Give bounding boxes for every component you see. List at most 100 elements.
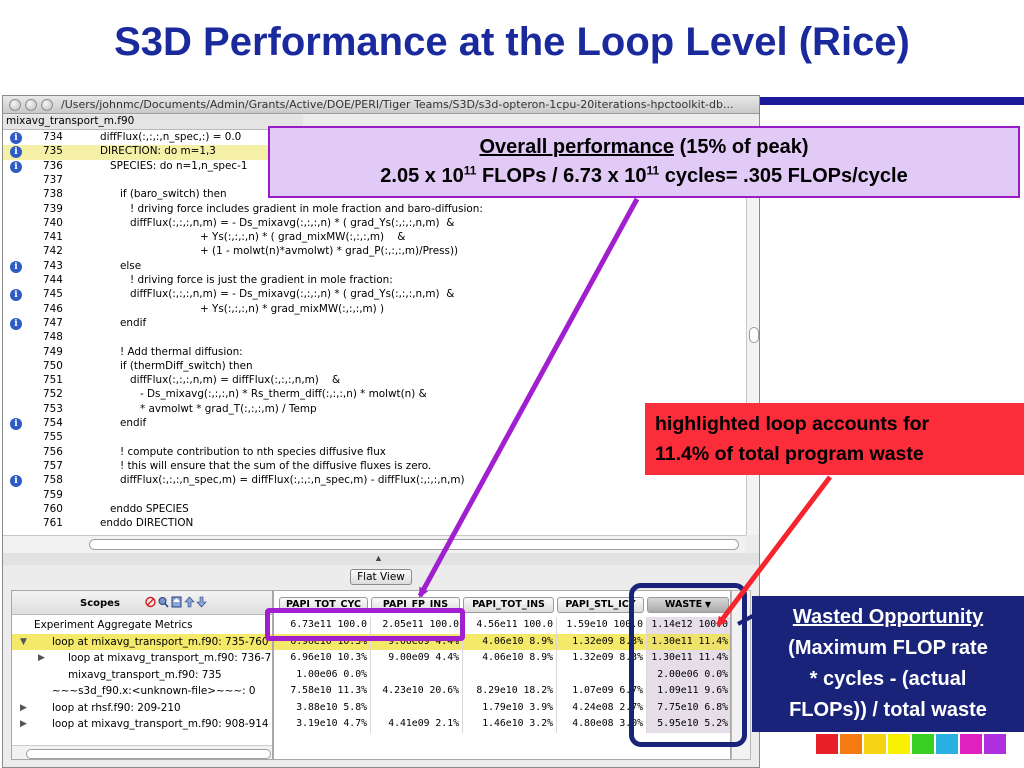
overall-performance-callout: Overall performance (15% of peak) 2.05 x… xyxy=(268,126,1020,198)
flat-view-button[interactable]: Flat View xyxy=(350,569,412,585)
metric-header-papi-tot-ins[interactable]: PAPI_TOT_INS xyxy=(463,597,554,613)
overall-peak: (15% of peak) xyxy=(674,136,809,158)
code-line[interactable]: 737 xyxy=(3,174,746,188)
metric-row[interactable]: 3.88e10 5.8%1.79e10 3.9%4.24e08 2.7%7.75… xyxy=(274,699,730,716)
info-icon[interactable]: i xyxy=(10,260,22,273)
scope-row[interactable]: ▶loop at mixavg_transport_m.f90: 908-914 xyxy=(12,716,272,733)
zoom-in-icon[interactable] xyxy=(158,596,169,608)
code-text: endif xyxy=(120,417,147,429)
move-up-icon[interactable] xyxy=(184,596,195,608)
expanded-triangle-icon[interactable]: ▼ xyxy=(20,636,27,647)
metric-cell: 1.09e11 9.6% xyxy=(647,683,730,700)
code-line[interactable]: 759 xyxy=(3,489,746,503)
info-icon[interactable]: i xyxy=(10,418,22,430)
flatten-icon[interactable] xyxy=(171,596,182,608)
code-text: + Ys(:,:,:,n) * grad_mixMW(:,:,:,m) ) xyxy=(200,302,385,315)
line-number: 748 xyxy=(43,331,63,344)
hot-path-icon[interactable] xyxy=(145,596,156,608)
code-line[interactable]: 752- Ds_mixavg(:,:,:,n) * Rs_therm_diff(… xyxy=(3,388,746,402)
scroll-thumb[interactable] xyxy=(26,749,271,759)
line-number: 758 xyxy=(43,474,63,487)
scroll-thumb[interactable] xyxy=(89,539,739,550)
code-line[interactable]: 749! Add thermal diffusion: xyxy=(3,346,746,360)
metric-header-waste[interactable]: WASTE ▼ xyxy=(647,597,729,613)
metric-row[interactable]: 7.58e10 11.3%4.23e10 20.6%8.29e10 18.2%1… xyxy=(274,683,730,700)
code-text: ! compute contribution to nth species di… xyxy=(120,445,386,458)
slide-title: S3D Performance at the Loop Level (Rice) xyxy=(114,20,910,64)
close-window-button[interactable] xyxy=(9,99,21,111)
code-line[interactable]: 742+ (1 - molwt(n)*avmolwt) * grad_P(:,:… xyxy=(3,245,746,259)
scope-row[interactable]: ▶loop at mixavg_transport_m.f90: 736-7 xyxy=(12,650,272,667)
scope-label: Experiment Aggregate Metrics xyxy=(34,619,193,631)
metric-row[interactable]: 6.96e10 10.3%9.00e09 4.4%4.06e10 8.9%1.3… xyxy=(274,650,730,667)
scope-row[interactable]: mixavg_transport_m.f90: 735 xyxy=(12,667,272,684)
scope-row[interactable]: ▼loop at mixavg_transport_m.f90: 735-760 xyxy=(12,633,272,650)
info-icon[interactable]: i xyxy=(10,146,22,159)
info-icon[interactable]: i xyxy=(10,160,22,173)
code-line[interactable]: 744! driving force is just the gradient … xyxy=(3,274,746,288)
pane-splitter[interactable]: ▲ xyxy=(3,553,759,565)
info-icon[interactable]: i xyxy=(10,317,22,330)
line-number: 740 xyxy=(43,216,63,229)
metric-header-papi-stl-icy[interactable]: PAPI_STL_ICY xyxy=(557,597,644,613)
code-line[interactable]: 739! driving force includes gradient in … xyxy=(3,203,746,217)
metric-cell xyxy=(557,666,647,683)
metric-cell: 4.23e10 20.6% xyxy=(371,683,463,700)
code-line[interactable]: 756! compute contribution to nth species… xyxy=(3,446,746,460)
metric-row[interactable]: 1.00e06 0.0%2.00e06 0.0% xyxy=(274,666,730,683)
metric-cell: 1.30e11 11.4% xyxy=(647,650,730,667)
info-icon[interactable]: i xyxy=(10,132,22,144)
scope-row[interactable]: ~~~s3d_f90.x:<unknown-file>~~~: 0 xyxy=(12,683,272,700)
color-swatch xyxy=(936,734,958,754)
collapsed-triangle-icon[interactable]: ▶ xyxy=(38,653,45,663)
zoom-window-button[interactable] xyxy=(41,99,53,111)
file-tab[interactable]: mixavg_transport_m.f90 xyxy=(3,115,303,129)
metric-cell: 7.58e10 11.3% xyxy=(279,683,371,700)
collapsed-triangle-icon[interactable]: ▶ xyxy=(20,719,27,729)
metric-cell: 1.79e10 3.9% xyxy=(463,699,557,716)
scroll-thumb[interactable] xyxy=(749,327,759,343)
line-number: 761 xyxy=(43,517,63,530)
collapsed-triangle-icon[interactable]: ▶ xyxy=(20,702,27,713)
metric-row[interactable]: 3.19e10 4.7%4.41e09 2.1%1.46e10 3.2%4.80… xyxy=(274,716,730,733)
code-line[interactable]: 757! this will ensure that the sum of th… xyxy=(3,460,746,474)
sort-descending-icon[interactable]: ▼ xyxy=(702,600,712,609)
code-text: SPECIES: do n=1,n_spec-1 xyxy=(110,159,248,172)
metric-cell: 4.06e10 8.9% xyxy=(463,650,557,667)
code-line[interactable]: 748 xyxy=(3,331,746,345)
move-down-icon[interactable] xyxy=(196,596,207,608)
code-text: + Ys(:,:,:,n) * ( grad_mixMW(:,:,:,m) & xyxy=(200,231,406,244)
info-icon[interactable]: i xyxy=(10,289,22,302)
line-number: 743 xyxy=(43,259,63,272)
code-line[interactable]: 746+ Ys(:,:,:,n) * grad_mixMW(:,:,:,m) ) xyxy=(3,303,746,317)
code-line[interactable]: 753* avmolwt * grad_T(:,:,:,m) / Temp xyxy=(3,403,746,417)
metric-cell: 6.96e10 10.3% xyxy=(279,633,371,650)
collapse-arrow-icon[interactable]: ▲ xyxy=(374,553,383,563)
scope-row[interactable]: Experiment Aggregate Metrics xyxy=(12,617,272,634)
code-line[interactable]: 741+ Ys(:,:,:,n) * ( grad_mixMW(:,:,:,m)… xyxy=(3,231,746,245)
scopes-tree[interactable]: Scopes Experiment Aggregate Metrics▼loop… xyxy=(11,590,273,760)
info-icon[interactable]: i xyxy=(10,475,22,488)
scopes-horizontal-scrollbar[interactable] xyxy=(12,745,272,759)
code-line[interactable]: 755 xyxy=(3,431,746,445)
source-horizontal-scrollbar[interactable] xyxy=(3,535,746,553)
minimize-window-button[interactable] xyxy=(25,99,37,111)
scope-row[interactable]: ▶ loop at rhsf.f90: 209-210 xyxy=(12,700,272,717)
metric-cell: 2.00e06 0.0% xyxy=(647,666,730,683)
scope-label: loop at rhsf.f90: 209-210 xyxy=(52,701,181,714)
